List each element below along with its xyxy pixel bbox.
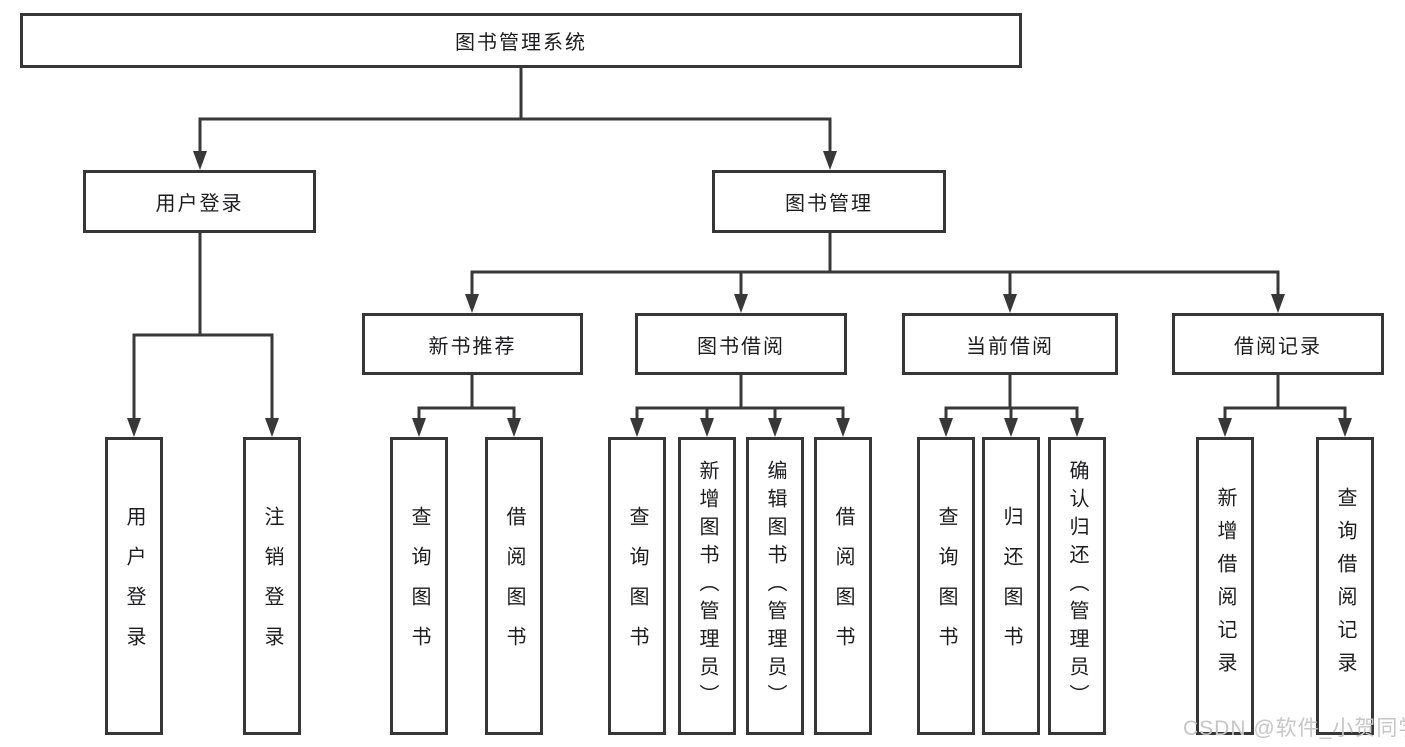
connector-new-rec [417, 375, 516, 422]
node-borrowing-records: 借阅记录 [1172, 313, 1384, 375]
node-user-login-branch: 用户登录 [83, 170, 316, 233]
node-label: 查询借阅记录 [1334, 487, 1356, 685]
node-new-book-recommend: 新书推荐 [362, 313, 583, 375]
connector-current [944, 375, 1079, 422]
node-label: 图书借阅 [697, 335, 785, 358]
node-leaf-return-book: 归还图书 [982, 437, 1040, 735]
node-leaf-user-login: 用户登录 [105, 437, 163, 735]
node-label: 新增借阅记录 [1214, 487, 1236, 685]
node-label: 归还图书 [1000, 506, 1022, 666]
node-label: 查询图书 [935, 506, 957, 666]
connector-user-login [132, 233, 274, 422]
node-leaf-query-borrow-record: 查询借阅记录 [1316, 437, 1374, 735]
node-book-borrowing: 图书借阅 [635, 313, 847, 375]
node-label: 编辑图书（管理员） [764, 460, 786, 712]
node-label: 新增图书（管理员） [696, 460, 718, 712]
node-leaf-query-books-current: 查询图书 [917, 437, 975, 735]
node-label: 查询图书 [626, 506, 648, 666]
node-system-root: 图书管理系统 [20, 13, 1022, 68]
node-leaf-add-borrow-record: 新增借阅记录 [1196, 437, 1254, 735]
connector-records [1223, 375, 1347, 422]
node-label: 当前借阅 [966, 335, 1054, 358]
connector-root [198, 68, 832, 154]
node-label: 用户登录 [155, 193, 244, 215]
node-leaf-edit-book-admin: 编辑图书（管理员） [746, 437, 804, 735]
node-label: 用户登录 [123, 506, 145, 666]
node-label: 借阅记录 [1234, 335, 1322, 358]
node-label: 新书推荐 [428, 335, 517, 358]
csdn-watermark: CSDN @软件_小贺同学 [1183, 717, 1405, 740]
node-label: 查询图书 [408, 506, 430, 666]
node-label: 借阅图书 [832, 506, 854, 666]
node-label: 注销登录 [261, 506, 283, 666]
node-leaf-query-books-borrow: 查询图书 [608, 437, 666, 735]
node-label: 确认归还（管理员） [1066, 460, 1088, 712]
node-label: 借阅图书 [503, 506, 525, 666]
node-leaf-add-book-admin: 新增图书（管理员） [678, 437, 736, 735]
node-leaf-borrow-books: 借阅图书 [814, 437, 872, 735]
node-leaf-logout: 注销登录 [243, 437, 301, 735]
connector-book-mgmt [470, 233, 1280, 298]
node-leaf-borrow-books-rec: 借阅图书 [485, 437, 543, 735]
node-label: 图书管理系统 [455, 32, 587, 54]
connector-borrow [635, 375, 845, 422]
node-leaf-confirm-return-admin: 确认归还（管理员） [1048, 437, 1106, 735]
node-leaf-query-books-rec: 查询图书 [390, 437, 448, 735]
node-label: 图书管理 [785, 193, 873, 215]
node-current-borrowing: 当前借阅 [902, 313, 1118, 375]
node-book-management-branch: 图书管理 [712, 170, 946, 233]
